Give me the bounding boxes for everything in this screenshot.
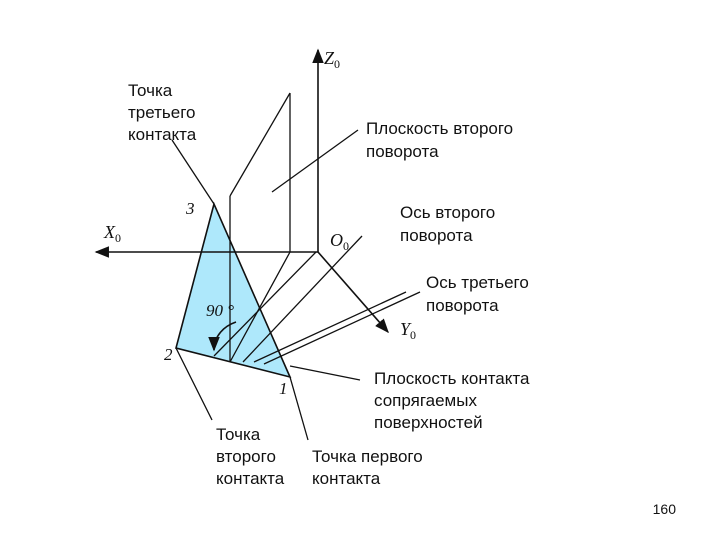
origin-label: O0	[330, 230, 349, 253]
z-axis-label: Z0	[324, 48, 340, 71]
contact-line-b	[242, 235, 363, 363]
contact-plane-label: Плоскость контакта сопрягаемых поверхнос…	[374, 369, 534, 432]
point-1-label: 1	[279, 379, 288, 398]
rotation-angle-arrow	[208, 321, 237, 352]
leader-third-contact	[171, 139, 215, 205]
angle-label: 90 °	[206, 301, 234, 320]
rotation-plane-bottom-edge	[229, 251, 291, 363]
contact-line-a	[213, 251, 317, 357]
contact-line-d	[263, 291, 421, 365]
leader-rotation-plane	[271, 129, 359, 193]
point-3-label: 3	[185, 199, 195, 218]
leader-first-contact	[289, 376, 309, 441]
second-contact-label: Точка второго контакта	[216, 425, 285, 488]
y-axis	[317, 251, 389, 334]
contact-triangle	[175, 201, 292, 379]
y-axis-label: Y0	[400, 319, 416, 342]
third-rotation-axis-label: Ось третьего поворота	[426, 273, 534, 315]
contact-line-c	[253, 291, 407, 363]
rotation-plane-top-edge	[229, 92, 291, 197]
point-2-label: 2	[164, 345, 173, 364]
x-axis-label: X0	[103, 222, 121, 245]
leader-second-contact	[175, 347, 213, 421]
third-contact-label: Точка третьего контакта	[128, 81, 200, 144]
leader-contact-plane	[289, 365, 361, 381]
first-contact-label: Точка первого контакта	[312, 447, 427, 488]
page-number: 160	[653, 501, 677, 517]
second-rotation-plane-label: Плоскость второго поворота	[366, 119, 518, 161]
second-rotation-axis-label: Ось второго поворота	[400, 203, 500, 245]
